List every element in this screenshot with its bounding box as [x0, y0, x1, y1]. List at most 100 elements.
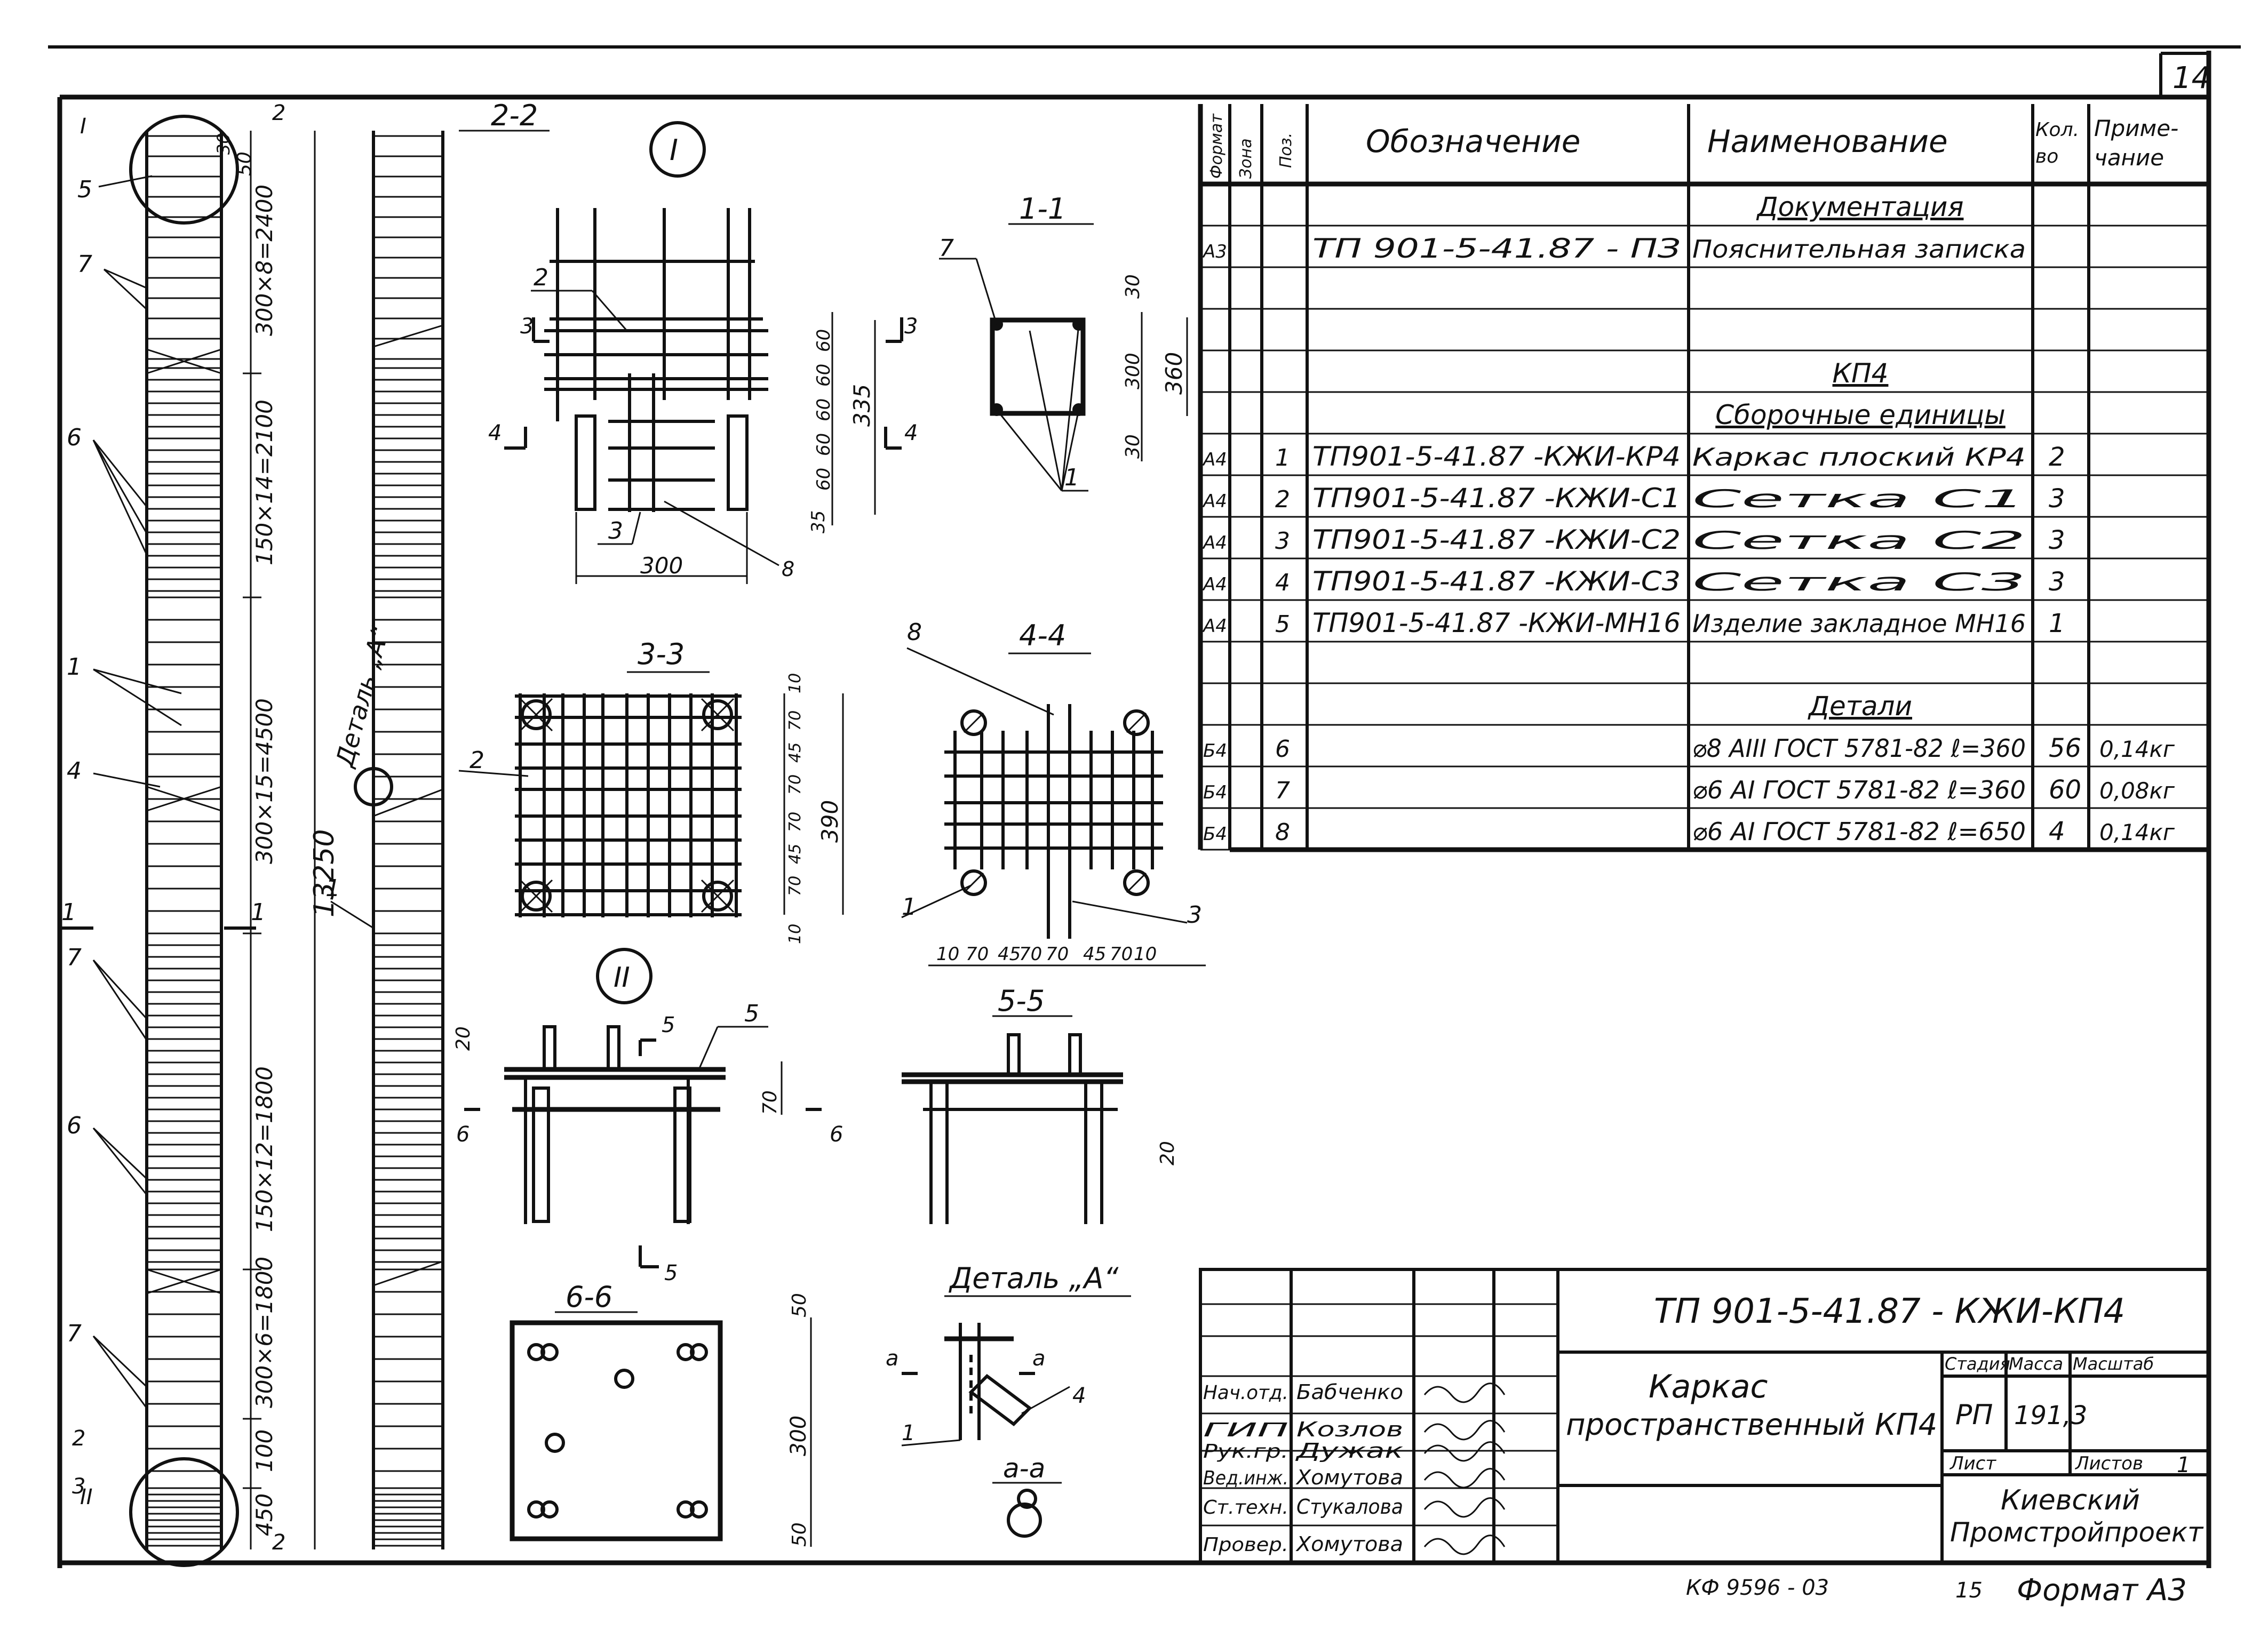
s44-dim: 45 — [998, 944, 1021, 965]
elev-pos-3: 3 — [72, 1474, 85, 1499]
tb-staff-role: ГИП — [1203, 1419, 1288, 1441]
d1-cut-3-left: 3 — [520, 314, 534, 339]
detail-A-callout — [354, 767, 393, 806]
dA-label-a-left: a — [886, 1346, 899, 1371]
spec-header-format: Формат — [1207, 113, 1226, 179]
d1-cut-4-right: 4 — [904, 421, 918, 445]
section-3-3-title: 3-3 — [638, 637, 685, 671]
tb-staff-name: Бабченко — [1296, 1380, 1403, 1404]
tb-signature-icon — [1423, 1383, 1506, 1403]
spec-cell-heading: Сборочные единицы — [1715, 399, 2006, 430]
s11-label-7: 7 — [939, 235, 954, 262]
tb-staff-role: Провер. — [1203, 1534, 1288, 1556]
tb-staff-name: Козлов — [1296, 1418, 1403, 1441]
s33-dim-70a: 70 — [786, 710, 805, 731]
spec-cell-pos: 1 — [1275, 444, 1290, 472]
spec-cell-note: 0,14кг — [2099, 819, 2175, 845]
s33-label-2: 2 — [469, 747, 484, 774]
s33-dim-70c: 70 — [786, 812, 805, 832]
s44-dim: 10 — [1134, 944, 1157, 965]
title-block-name-line1: Каркас — [1649, 1368, 1768, 1405]
s44-dim: 70 — [966, 944, 989, 965]
corner-bar — [521, 699, 552, 730]
detail-II: II 20 70 5 5 5 6 6 — [452, 948, 843, 1285]
spec-cell-qty: 1 — [2049, 609, 2065, 638]
s11-dim-30a: 30 — [1122, 274, 1144, 299]
corner-bar — [702, 699, 733, 730]
s44-label-8: 8 — [907, 619, 922, 646]
s44-dim: 45 — [1083, 944, 1106, 965]
corner-bar-hatch — [963, 872, 984, 893]
tb-staff-name: Дужак — [1295, 1439, 1403, 1463]
spec-cell-name: ⌀6 АI ГОСТ 5781-82 ℓ=650 — [1692, 817, 2026, 846]
s11-label-1: 1 — [1064, 464, 1079, 491]
spec-cell-format: А4 — [1202, 574, 1227, 595]
elev-pos-4: 4 — [67, 757, 82, 785]
tb-staff-name: Хомутова — [1295, 1466, 1403, 1489]
tb-signature-icon — [1423, 1420, 1506, 1441]
s33-dim-70b: 70 — [786, 774, 805, 795]
spec-cell-pos: 5 — [1275, 611, 1290, 638]
spec-cell-designation: ТП901-5-41.87 -КЖИ-С1 — [1312, 483, 1681, 514]
title-block-org-line1: Киевский — [2001, 1484, 2140, 1516]
spec-cell-pos: 4 — [1275, 569, 1290, 596]
spec-cell-qty: 2 — [2049, 442, 2065, 472]
s33-dim-10b: 10 — [786, 924, 805, 944]
spec-header-zone: Зона — [1237, 138, 1255, 179]
sheet-number: 14 — [2172, 61, 2210, 95]
d1-dim-35: 35 — [808, 510, 829, 533]
spec-header-note: Приме- — [2094, 115, 2178, 141]
d1-dim-60c: 60 — [813, 398, 834, 421]
spec-header-note-2: чание — [2094, 145, 2164, 171]
sec22-pos-1: 1 — [325, 875, 340, 902]
title-block-name-line2: пространственный КП4 — [1566, 1408, 1937, 1442]
elev-dim-7: 450 — [251, 1493, 277, 1536]
spec-cell-format: А4 — [1202, 616, 1227, 637]
elev-pos-1: 1 — [67, 653, 82, 681]
detail-callout-bottom — [129, 1457, 239, 1567]
elev-pos-6b: 6 — [67, 1112, 82, 1139]
tb-signature-icon — [1423, 1441, 1506, 1462]
d2-cut-5-top: 5 — [662, 1013, 675, 1037]
title-block-sheet-label: Лист — [1949, 1453, 1996, 1474]
elev-dim-5: 300×6=1800 — [251, 1257, 277, 1408]
aa-title: a-a — [1003, 1453, 1045, 1484]
title-block-stage-label: Стадия — [1945, 1354, 2010, 1374]
corner-bar-cross — [519, 698, 553, 732]
spec-cell-pos: 6 — [1275, 736, 1290, 763]
spec-cell-format: Б4 — [1203, 740, 1227, 762]
elev-pos-5: 5 — [77, 176, 92, 203]
spec-cell-qty: 3 — [2049, 525, 2065, 555]
corner-bar — [960, 709, 987, 736]
footer-format: Формат А3 — [2017, 1573, 2187, 1608]
detail-A-title: Деталь „А“ — [949, 1261, 1119, 1295]
dA-label-1: 1 — [902, 1421, 915, 1445]
elev-cut-I: I — [80, 114, 86, 139]
s33-dim-45b: 45 — [786, 844, 805, 864]
spec-cell-name: Пояснительная записка — [1692, 235, 2026, 263]
corner-bar — [1123, 869, 1150, 896]
spec-cell-designation: ТП 901-5-41.87 - ПЗ — [1312, 233, 1681, 264]
s66-dim-300: 300 — [786, 1416, 811, 1456]
tb-signature-icon — [1423, 1535, 1506, 1555]
spec-cell-heading: Документация — [1756, 191, 1964, 222]
d1-dim-60e: 60 — [813, 468, 834, 491]
title-block-sheets-label: Листов — [2074, 1453, 2143, 1474]
elev-dim-9: 30 — [213, 133, 234, 155]
corner-bar-hatch — [1126, 872, 1147, 893]
d1-dim-60a: 60 — [813, 329, 834, 352]
title-block-stage: РП — [1955, 1399, 1993, 1431]
section-4-4-grid — [944, 704, 1163, 939]
spec-cell-pos: 8 — [1275, 819, 1290, 846]
d1-label-3a: 3 — [608, 517, 623, 545]
corner-bar-cross — [701, 698, 735, 732]
footer-code: КФ 9596 - 03 — [1686, 1576, 1829, 1600]
detail-1-callout-top — [129, 115, 239, 225]
spec-cell-qty: 60 — [2049, 775, 2081, 805]
section-3-3: 3-3 390 10 70 45 70 70 45 70 10 2 — [458, 637, 844, 944]
elev-pos-2: 2 — [72, 1426, 85, 1451]
spec-cell-name: Сетка С1 — [1692, 484, 2026, 513]
